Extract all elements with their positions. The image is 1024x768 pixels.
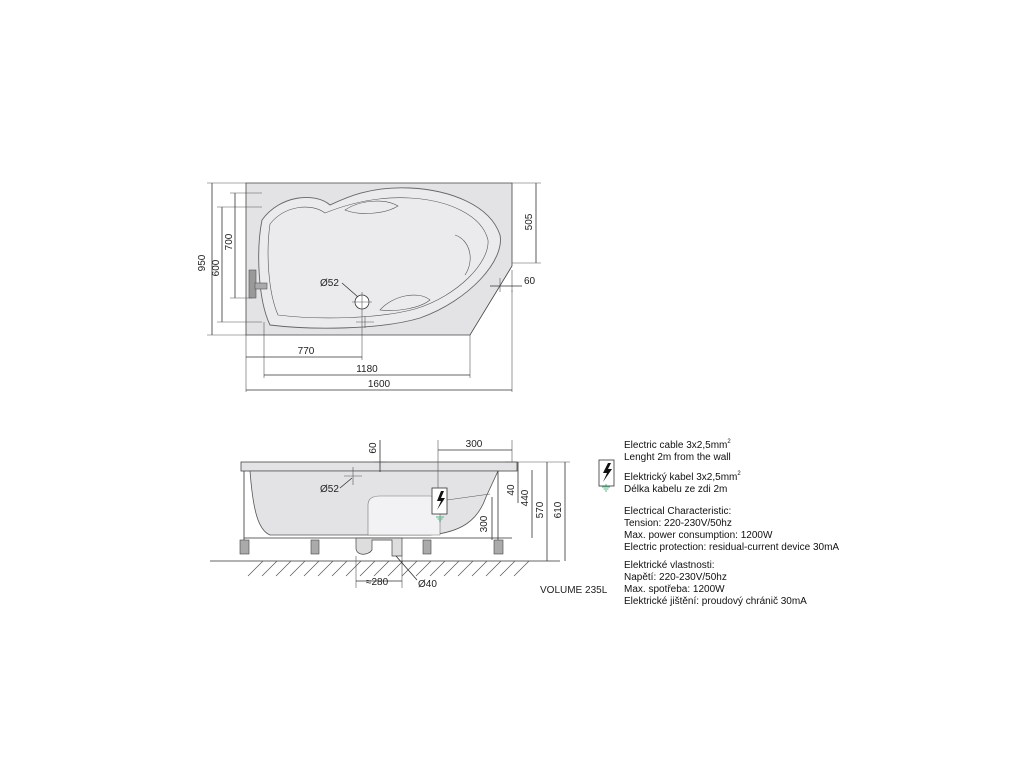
characteristics-cz: Elektrické vlastnosti: Napětí: 220-230V/… <box>624 560 807 608</box>
headrest-bottom <box>379 294 431 311</box>
dim-505: 505 <box>524 213 535 230</box>
char-en-heading: Electrical Characteristic: <box>624 506 732 517</box>
char-cz-line: Napětí: 220-230V/50hz <box>624 572 727 583</box>
char-en-line: Max. power consumption: 1200W <box>624 530 773 541</box>
tub-inner-rim <box>267 197 489 319</box>
headrest-top <box>344 200 399 214</box>
pipe-label: Ø40 <box>418 579 437 590</box>
dim-1180: 1180 <box>356 364 378 375</box>
char-en-line: Electric protection: residual-current de… <box>624 542 840 553</box>
dim-60-top: 60 <box>524 276 536 287</box>
ground-icon-small <box>436 516 444 522</box>
siphon <box>355 537 403 557</box>
tub-rim <box>240 461 518 472</box>
tub-inner-basin <box>258 187 501 329</box>
dim-950: 950 <box>197 254 208 271</box>
dim-600: 600 <box>211 259 222 276</box>
cable-cz: Elektrický kabel 3x2,5mm2 <box>624 471 741 483</box>
dim-610: 610 <box>553 501 564 518</box>
length-en: Lenght 2m from the wall <box>624 452 731 463</box>
lightning-icon <box>603 463 612 482</box>
feet <box>239 539 504 555</box>
ground-icon <box>602 484 610 492</box>
faucet-knob <box>254 282 268 290</box>
length-cz: Délka kabelu ze zdi 2m <box>624 484 728 495</box>
drain-label-top: Ø52 <box>320 278 339 289</box>
armrest-right <box>454 234 471 276</box>
cable-cz-block: Elektrický kabel 3x2,5mm2 Délka kabelu z… <box>624 471 741 496</box>
char-cz-line: Elektrické jištění: proudový chránič 30m… <box>624 596 807 607</box>
dim-280: ≈280 <box>366 577 389 588</box>
char-en-line: Tension: 220-230V/50hz <box>624 518 732 529</box>
char-cz-line: Max. spotřeba: 1200W <box>624 584 725 595</box>
dim-570: 570 <box>535 501 546 518</box>
dim-40: 40 <box>506 484 517 496</box>
ground-hatch <box>247 560 530 577</box>
drain-label-side: Ø52 <box>320 484 339 495</box>
cable-en: Electric cable 3x2,5mm2 <box>624 439 731 451</box>
top-view: Ø52 950 600 700 505 60 770 <box>197 182 541 392</box>
characteristics-en: Electrical Characteristic: Tension: 220-… <box>624 506 839 554</box>
side-view: Ø52 300 60 40 440 570 <box>210 439 608 596</box>
volume-label: VOLUME 235L <box>540 585 608 596</box>
legend-electric-icon <box>598 459 615 487</box>
tub-inner-side <box>367 495 441 536</box>
drain-leader-top <box>341 282 359 298</box>
dim-440: 440 <box>520 489 531 506</box>
dim-300-top: 300 <box>466 439 483 450</box>
char-cz-heading: Elektrické vlastnosti: <box>624 560 715 571</box>
cable-en-block: Electric cable 3x2,5mm2 Lenght 2m from t… <box>624 439 731 464</box>
lightning-icon <box>437 491 445 510</box>
dim-300-side: 300 <box>479 515 490 532</box>
dim-60-side: 60 <box>368 442 379 454</box>
dim-770: 770 <box>298 346 315 357</box>
dim-1600: 1600 <box>368 379 391 390</box>
dim-700: 700 <box>224 233 235 250</box>
